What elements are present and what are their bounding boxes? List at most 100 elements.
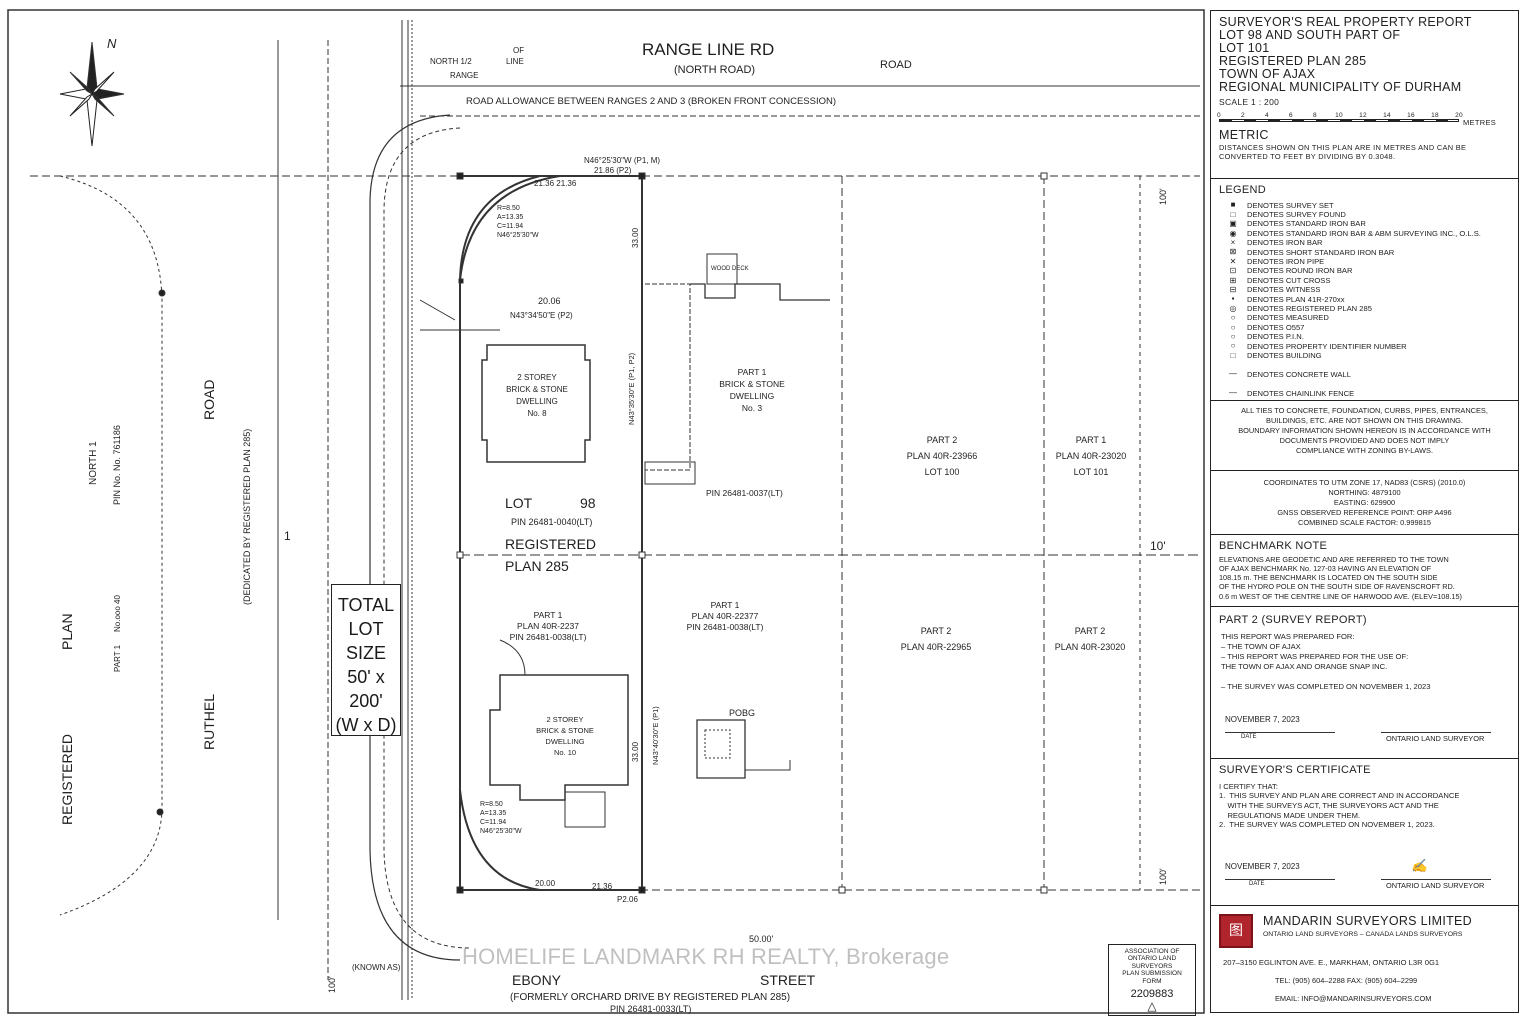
p2l100-line: PLAN 40R-23966 bbox=[907, 451, 978, 461]
scale-label: SCALE 1 : 200 bbox=[1219, 97, 1280, 107]
legend-item: ○DENOTES PROPERTY IDENTIFIER NUMBER bbox=[1219, 341, 1510, 351]
line-label: LINE bbox=[506, 57, 524, 66]
road-vertical-label: ROAD bbox=[201, 380, 217, 420]
p1main-line: DWELLING bbox=[730, 391, 774, 401]
metres-label: METRES bbox=[1463, 118, 1497, 127]
assoc-line: ONTARIO LAND bbox=[1127, 955, 1177, 963]
dim-10-label: 10' bbox=[1150, 539, 1166, 553]
known-as-label: (KNOWN AS) bbox=[352, 963, 401, 972]
total-lot-line: 50' x 200' bbox=[347, 667, 385, 711]
legend-item: ○DENOTES P.I.N. bbox=[1219, 332, 1510, 341]
plan-label-west: PLAN bbox=[59, 613, 75, 650]
pin-0033-label: PIN 26481-0033(LT) bbox=[610, 1004, 691, 1014]
p1main-line: No. 3 bbox=[742, 403, 763, 413]
north-1-label: NORTH 1 bbox=[88, 441, 99, 485]
bearing-mid-label: N43°34'50"E (P2) bbox=[510, 311, 573, 320]
legend-item: ⊡DENOTES ROUND IRON BAR bbox=[1219, 266, 1510, 275]
scale-tick-label: 6 bbox=[1289, 112, 1293, 119]
bearing-top-label: N46°25'30"W (P1, M) bbox=[584, 156, 660, 165]
range-label: RANGE bbox=[450, 71, 478, 80]
dim-100-top: 100' bbox=[1158, 188, 1168, 205]
legend-symbol-icon: ○ bbox=[1230, 322, 1236, 332]
notes-section: ALL TIES TO CONCRETE, FOUNDATION, CURBS,… bbox=[1211, 401, 1518, 471]
dw10-line: BRICK & STONE bbox=[536, 726, 594, 735]
title-line: REGISTERED PLAN 285 bbox=[1219, 54, 1367, 68]
legend-symbol-icon: ⊠ bbox=[1229, 247, 1237, 257]
legend-symbol-icon: ○ bbox=[1230, 341, 1236, 351]
title-line: REGIONAL MUNICIPALITY OF DURHAM bbox=[1219, 80, 1462, 94]
legend-symbol-icon: ▣ bbox=[1229, 219, 1237, 229]
coordinates-section: COORDINATES TO UTM ZONE 17, NAD83 (CSRS)… bbox=[1211, 471, 1518, 535]
legend-item: ○ DENOTES O557 bbox=[1219, 323, 1510, 332]
curveTop-line: C=11.94 bbox=[497, 223, 523, 230]
p1sw-line: PART 1 bbox=[534, 610, 563, 620]
legend-text: DENOTES REGISTERED PLAN 285 bbox=[1247, 304, 1372, 313]
company-name: MANDARIN SURVEYORS LIMITED bbox=[1263, 914, 1472, 928]
p1sm-line: PART 1 bbox=[711, 600, 740, 610]
dw10-line: No. 10 bbox=[554, 748, 576, 757]
part2-line bbox=[1221, 672, 1510, 682]
benchmark-heading: BENCHMARK NOTE bbox=[1219, 540, 1328, 552]
benchmark-line: ELEVATIONS ARE GEODETIC AND ARE REFERRED… bbox=[1219, 554, 1449, 564]
part2-line: THIS REPORT WAS PREPARED FOR: bbox=[1221, 631, 1355, 641]
scale-tick-label: 18 bbox=[1431, 112, 1439, 119]
curveTop-line: R=8.50 bbox=[497, 205, 520, 212]
scale-tick-label: 12 bbox=[1359, 112, 1367, 119]
legend-symbol-icon: × bbox=[1230, 238, 1236, 248]
p1sm-line: PLAN 40R-22377 bbox=[692, 611, 759, 621]
curveBot-line: N46°25'30"W bbox=[480, 827, 522, 835]
metric-text: DISTANCES SHOWN ON THIS PLAN ARE IN METR… bbox=[1219, 143, 1467, 161]
of-label: OF bbox=[513, 46, 524, 55]
registered-lot-label: REGISTERED bbox=[505, 536, 596, 552]
legend-symbol-icon: ○ bbox=[1230, 331, 1236, 341]
legend-symbol-icon: □ bbox=[1230, 209, 1236, 219]
vertical-bearing-1: N43°35'30"E (P1, P2) bbox=[627, 352, 636, 425]
dim-33-top: 33.00 bbox=[631, 227, 640, 248]
part2-line: – THE SURVEY WAS COMPLETED ON NOVEMBER 1… bbox=[1221, 681, 1431, 691]
curveTop-line: A=13.35 bbox=[497, 214, 523, 221]
pin-0037-label: PIN 26481-0037(LT) bbox=[706, 488, 783, 498]
scale-tick-label: 4 bbox=[1265, 112, 1269, 119]
assoc-line: FORM bbox=[1142, 977, 1162, 985]
metric-heading: METRIC bbox=[1219, 128, 1269, 142]
legend-item bbox=[1219, 379, 1510, 388]
certificate-text: I CERTIFY THAT:1. THIS SURVEY AND PLAN A… bbox=[1219, 782, 1510, 830]
legend-symbol-icon: □ bbox=[1230, 350, 1236, 360]
signature-mark: ✍ bbox=[1411, 859, 1428, 874]
street-label: STREET bbox=[760, 972, 816, 988]
part2-line: – THE TOWN OF AJAX bbox=[1221, 641, 1301, 651]
p1main-line: BRICK & STONE bbox=[719, 379, 785, 389]
brokerage-watermark: HOMELIFE LANDMARK RH REALTY, Brokerage bbox=[462, 944, 950, 969]
legend-symbol-icon: ○ bbox=[1230, 313, 1236, 323]
legend-text: DENOTES O557 bbox=[1247, 322, 1305, 332]
assoc-number: 2209883 bbox=[1130, 988, 1174, 1001]
ols-label: ONTARIO LAND SURVEYOR bbox=[1386, 881, 1485, 890]
legend-item: ◎DENOTES REGISTERED PLAN 285 bbox=[1219, 304, 1510, 313]
p2b-line: PLAN 40R-23020 bbox=[1055, 642, 1126, 652]
legend-section: LEGEND ■DENOTES SURVEY SET□DENOTES SURVE… bbox=[1211, 179, 1518, 401]
part2-line: – THIS REPORT WAS PREPARED FOR THE USE O… bbox=[1221, 651, 1409, 661]
lot-98-boundary bbox=[458, 175, 643, 891]
road-allowance-label: ROAD ALLOWANCE BETWEEN RANGES 2 AND 3 (B… bbox=[466, 96, 836, 107]
p1sw-line: PIN 26481-0038(LT) bbox=[510, 632, 587, 642]
company-subtitle: ONTARIO LAND SURVEYORS – CANADA LANDS SU… bbox=[1263, 930, 1463, 938]
certificate-line: 2. THE SURVEY WAS COMPLETED ON NOVEMBER … bbox=[1219, 820, 1435, 830]
total-lot-size-box: TOTAL LOT SIZE 50' x 200' (W x D) bbox=[331, 584, 401, 736]
legend-symbol-icon: ⊟ bbox=[1229, 284, 1237, 294]
formerly-label: (FORMERLY ORCHARD DRIVE BY REGISTERED PL… bbox=[510, 992, 790, 1003]
title-block: SURVEYOR'S REAL PROPERTY REPORT LOT 98 A… bbox=[1210, 10, 1519, 1013]
scale-tick-label: 20 bbox=[1455, 112, 1463, 119]
pobg-label: POBG bbox=[729, 708, 755, 718]
p1sm-line: PIN 26481-0038(LT) bbox=[687, 622, 764, 632]
title-line: TOWN OF AJAX bbox=[1219, 67, 1316, 81]
company-phone: TEL: (905) 604–2288 FAX: (905) 604–2299 bbox=[1275, 976, 1418, 986]
legend-symbol-icon: — bbox=[1229, 369, 1237, 379]
legend-item: ◉DENOTES STANDARD IRON BAR & ABM SURVEYI… bbox=[1219, 229, 1510, 238]
legend-text: DENOTES CONCRETE WALL bbox=[1247, 369, 1351, 379]
